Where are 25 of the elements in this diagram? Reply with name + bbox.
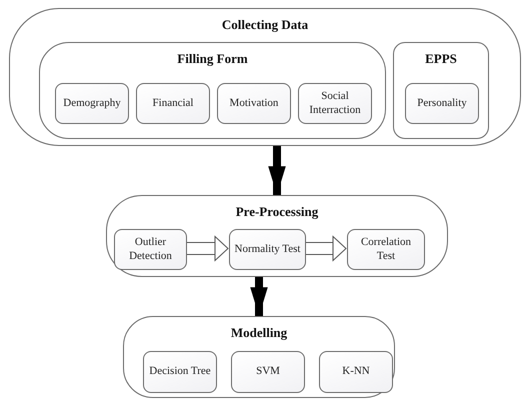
step-box: Demography	[55, 83, 129, 124]
group-container	[9, 8, 521, 146]
group-heading: Modelling	[230, 325, 288, 341]
step-box: Motivation	[217, 83, 291, 124]
group-heading: Collecting Data	[220, 17, 310, 33]
step-box: K-NN	[319, 351, 393, 393]
group-container	[106, 195, 448, 277]
step-box: Financial	[136, 83, 210, 124]
group-container	[123, 316, 395, 398]
thick-arrow	[268, 146, 286, 195]
step-box: Normality Test	[229, 229, 306, 270]
step-box: Outlier Detection	[114, 229, 187, 270]
group-container	[393, 42, 489, 139]
block-arrow	[186, 236, 228, 261]
step-box: Correlation Test	[347, 229, 425, 270]
step-box: Decision Tree	[143, 351, 217, 393]
step-box: SVM	[231, 351, 305, 393]
step-box: Social Interraction	[298, 83, 372, 124]
thick-arrow	[250, 277, 268, 316]
group-heading: Filling Form	[176, 51, 249, 67]
block-arrow	[305, 236, 346, 261]
step-box: Personality	[405, 83, 479, 124]
group-container	[39, 42, 386, 139]
group-heading: EPPS	[424, 51, 458, 67]
group-heading: Pre-Processing	[234, 204, 320, 220]
